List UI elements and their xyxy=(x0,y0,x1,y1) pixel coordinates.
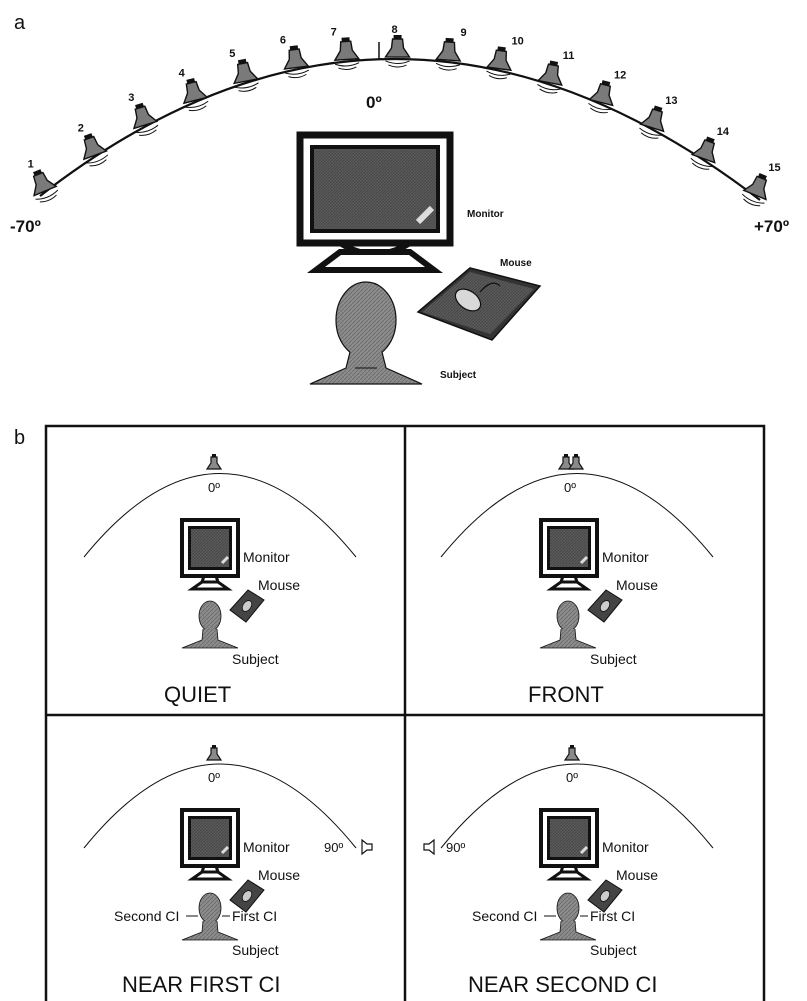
panel-b: b 0º Monitor Mouse Subject QUIET 0º Moni… xyxy=(14,424,766,1001)
speaker-icon xyxy=(206,453,222,470)
speaker-number-label: 13 xyxy=(665,95,677,107)
condition-label: FRONT xyxy=(528,682,604,707)
speaker-icon xyxy=(132,102,159,136)
side-angle: 90º xyxy=(324,840,343,855)
cell-angle: 0º xyxy=(208,770,220,785)
speaker-number-label: 12 xyxy=(614,70,626,82)
condition-label: NEAR FIRST CI xyxy=(122,972,281,997)
cell-near-first-ci: 0º 90º Monitor Mouse Second CI First CI … xyxy=(83,744,373,997)
monitor-label: Monitor xyxy=(243,549,290,565)
cell-angle: 0º xyxy=(208,480,220,495)
side-angle: 90º xyxy=(446,840,465,855)
cell-front: 0º Monitor Mouse Subject FRONT xyxy=(440,453,714,707)
angle-right-label: +70º xyxy=(754,217,789,236)
speaker-icon xyxy=(283,45,310,79)
head-icon xyxy=(181,600,239,649)
cell-angle: 0º xyxy=(566,770,578,785)
speaker-number-label: 8 xyxy=(392,24,398,36)
condition-label: QUIET xyxy=(164,682,231,707)
speaker-icon xyxy=(564,744,580,761)
monitor-large xyxy=(296,131,454,273)
speaker-icon xyxy=(384,34,411,68)
panel-b-label: b xyxy=(14,427,25,449)
speaker-number-label: 2 xyxy=(78,122,84,134)
second-ci-label: Second CI xyxy=(114,908,179,924)
first-ci-label: First CI xyxy=(590,908,635,924)
monitor-icon xyxy=(539,808,599,881)
speaker-arc xyxy=(39,57,761,201)
speaker-icon xyxy=(485,46,513,80)
mouse-icon xyxy=(587,589,623,623)
mouse-label: Mouse xyxy=(500,258,532,269)
subject-head-large xyxy=(309,281,423,385)
head-icon xyxy=(539,600,597,649)
second-ci-label: Second CI xyxy=(472,908,537,924)
speaker-icon xyxy=(690,136,716,170)
monitor-icon xyxy=(180,808,240,881)
angle-left-label: -70º xyxy=(10,217,41,236)
mouse-icon xyxy=(229,589,265,623)
subject-label: Subject xyxy=(232,651,279,667)
cell-quiet: 0º Monitor Mouse Subject QUIET xyxy=(83,453,357,707)
subject-label: Subject xyxy=(440,370,477,381)
subject-label: Subject xyxy=(232,942,279,958)
monitor-label: Monitor xyxy=(602,549,649,565)
panel-a-label: a xyxy=(14,12,26,34)
speaker-icon xyxy=(536,60,563,94)
mouse-label: Mouse xyxy=(616,577,658,593)
speaker-number-label: 3 xyxy=(128,92,134,104)
speaker-icon xyxy=(233,58,260,92)
speaker-number-label: 11 xyxy=(563,50,575,62)
speaker-number-label: 14 xyxy=(717,126,730,138)
speaker-number-label: 4 xyxy=(179,67,186,79)
speaker-number-label: 15 xyxy=(768,162,780,174)
speaker-number-label: 5 xyxy=(229,48,235,60)
speaker-icon xyxy=(568,453,584,470)
cell-near-second-ci: 0º 90º Monitor Mouse Second CI First CI … xyxy=(423,744,714,997)
subject-label: Subject xyxy=(590,651,637,667)
speaker-icon xyxy=(333,37,361,70)
speaker-number-label: 6 xyxy=(280,35,286,47)
speaker-icon xyxy=(182,77,209,112)
mouse-label: Mouse xyxy=(258,577,300,593)
subject-label: Subject xyxy=(590,942,637,958)
cell-angle: 0º xyxy=(564,480,576,495)
mouse-label: Mouse xyxy=(258,867,300,883)
speaker-icon xyxy=(587,80,614,114)
speaker-icon xyxy=(206,744,222,761)
monitor-icon xyxy=(539,518,599,591)
mouse-large xyxy=(416,267,542,341)
monitor-label: Monitor xyxy=(467,209,504,220)
speaker-number-label: 9 xyxy=(461,27,467,39)
angle-center-label: 0º xyxy=(366,93,382,112)
speaker-icon xyxy=(434,37,462,71)
monitor-label: Monitor xyxy=(602,839,649,855)
speaker-number-label: 1 xyxy=(28,158,34,170)
monitor-label: Monitor xyxy=(243,839,290,855)
condition-label: NEAR SECOND CI xyxy=(468,972,657,997)
mouse-label: Mouse xyxy=(616,867,658,883)
side-speaker-icon xyxy=(361,839,373,855)
speaker-icon xyxy=(639,105,665,139)
speaker-number-label: 10 xyxy=(512,36,524,48)
speaker-icon xyxy=(82,133,109,167)
first-ci-label: First CI xyxy=(232,908,277,924)
speaker-icon xyxy=(32,169,59,203)
speaker-number-label: 7 xyxy=(331,27,337,39)
side-speaker-icon xyxy=(423,839,435,855)
monitor-icon xyxy=(180,518,240,591)
speaker-icon xyxy=(741,173,768,207)
